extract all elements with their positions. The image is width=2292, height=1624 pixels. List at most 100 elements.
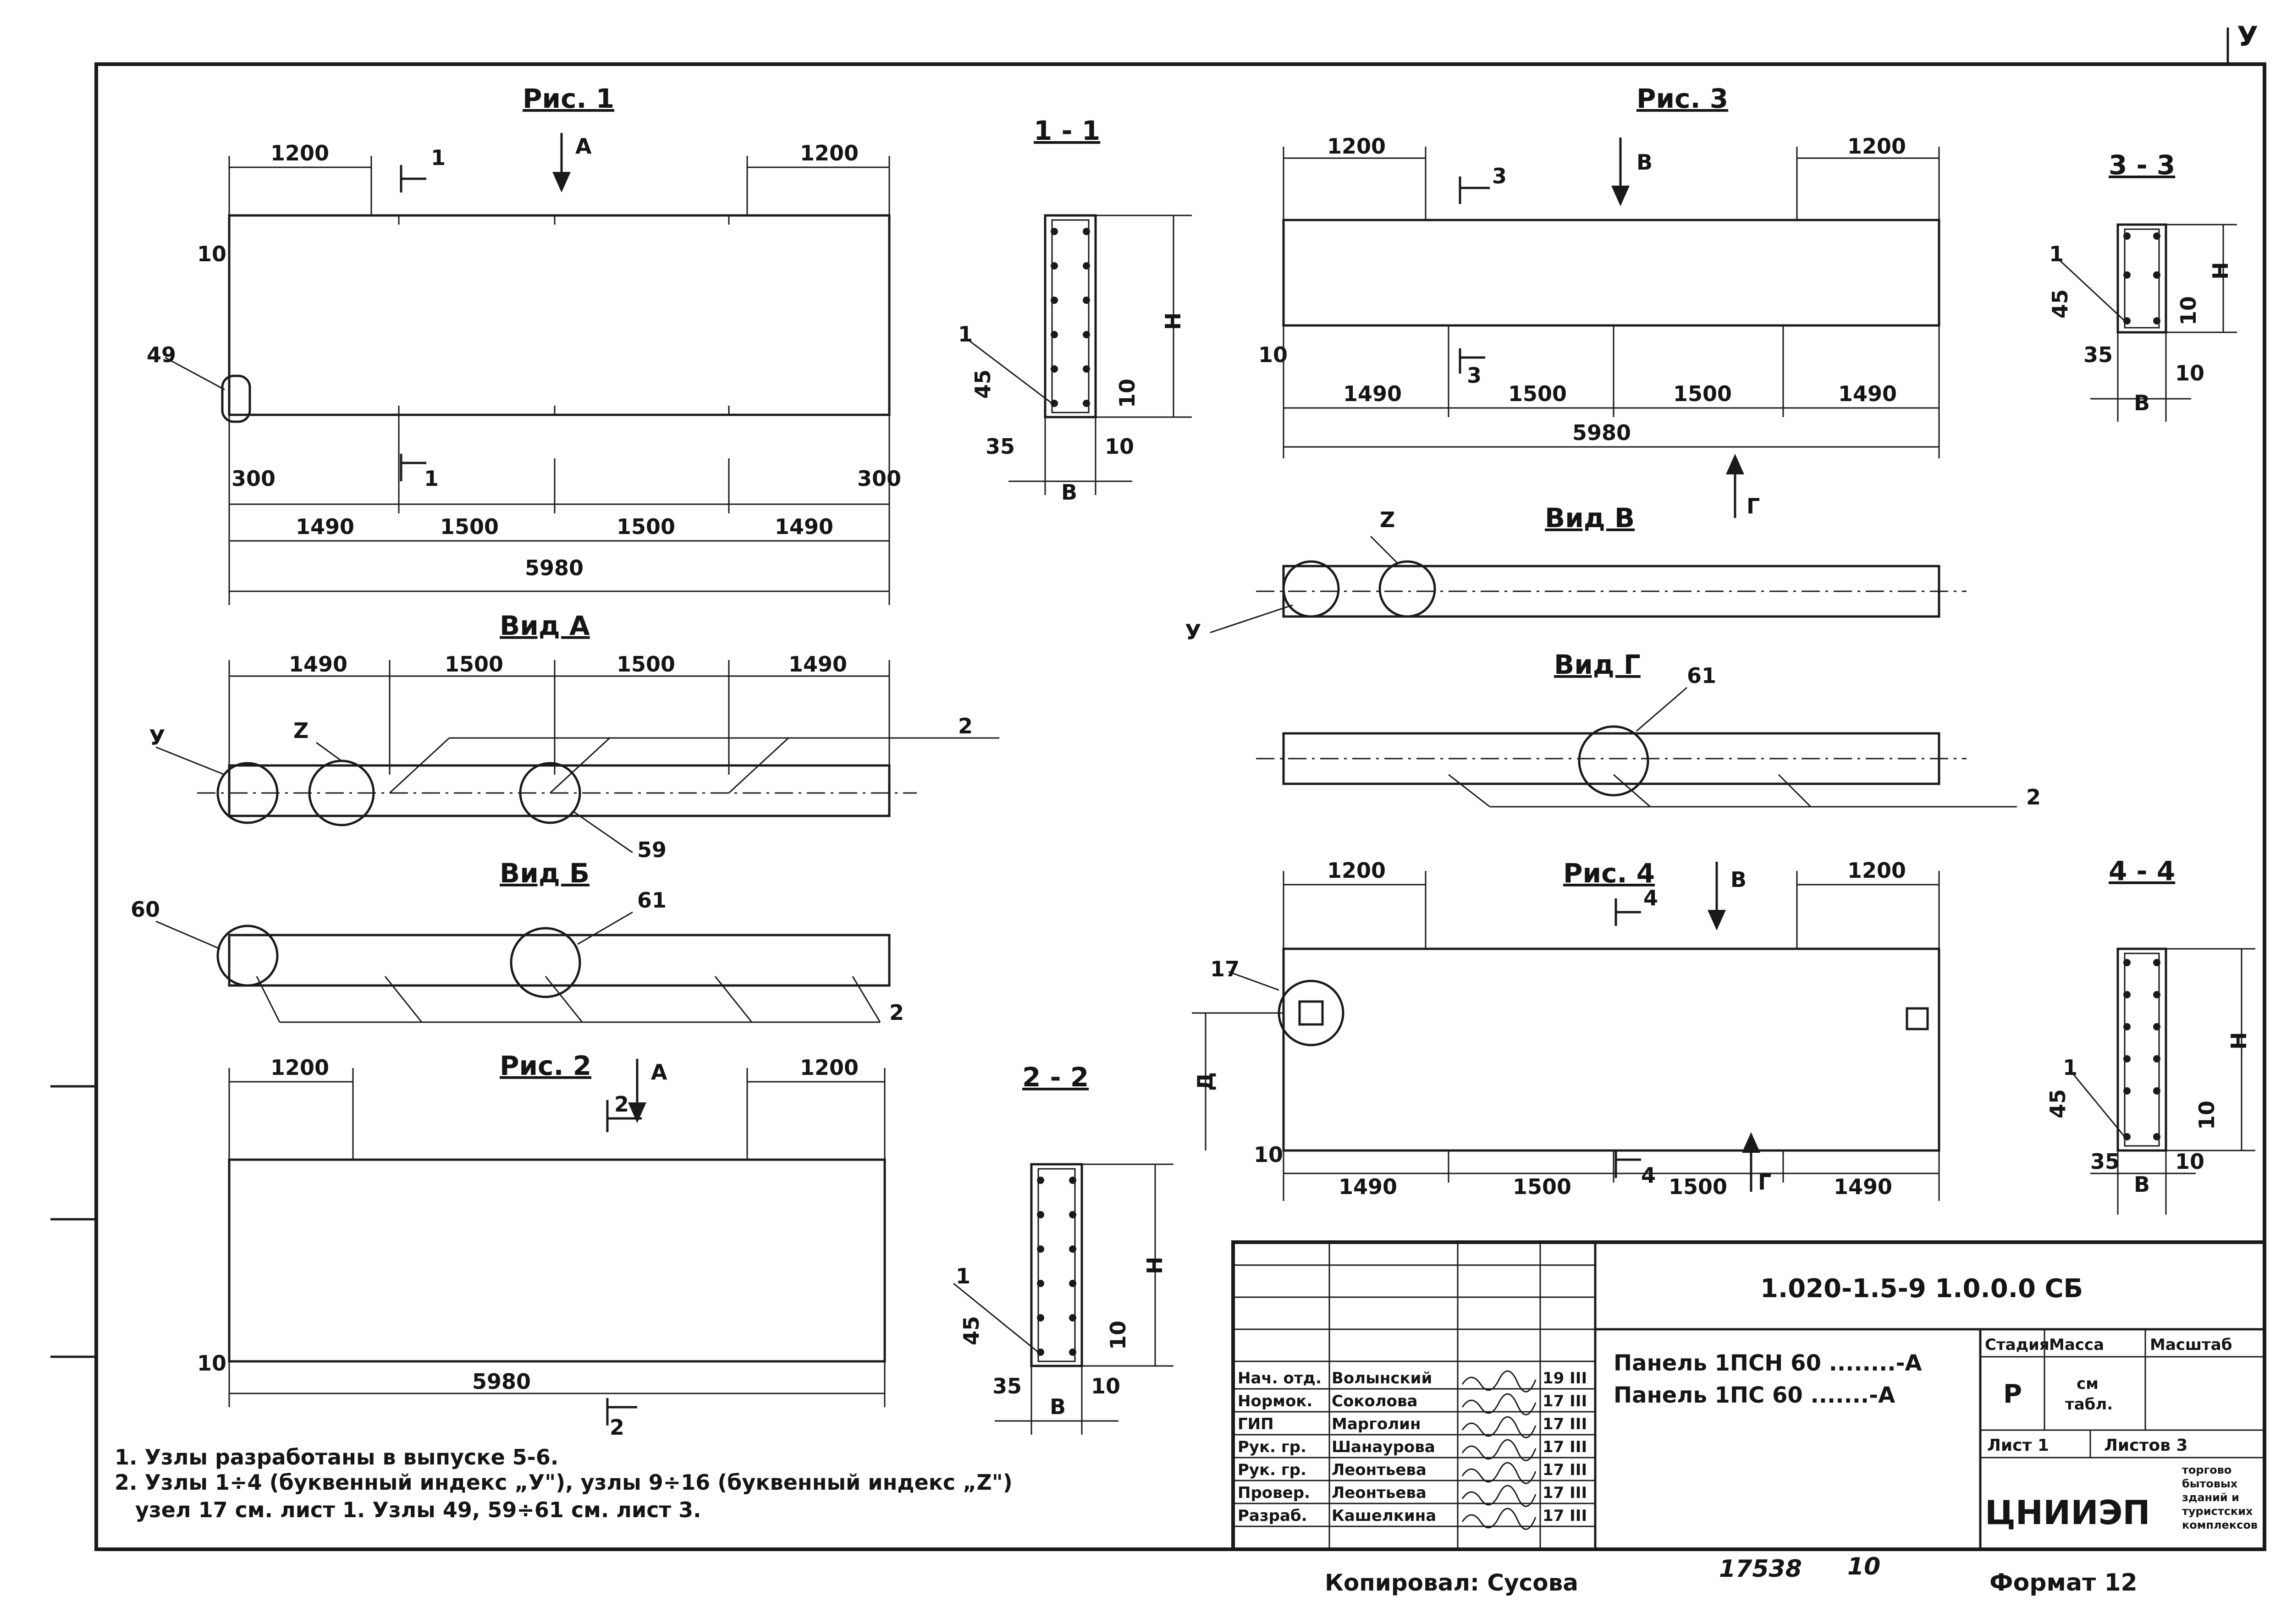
sheet-total: Листов 3 [2104,1436,2187,1455]
org-desc-line: комплексов [2182,1519,2258,1531]
dim-1500: 1500 [1669,1174,1727,1199]
archive-number: 17538 [1719,1555,1802,1583]
date: 19 III [1543,1369,1587,1387]
section-mark-4: 4 [1643,886,1658,910]
role: Рук. гр. [1238,1438,1306,1456]
node-59: 59 [637,837,667,862]
date: 17 III [1543,1507,1587,1525]
role: Нормок. [1238,1392,1312,1410]
dim-1490: 1490 [289,652,347,677]
view-mark-g: Г [1747,494,1760,518]
dim-10: 10 [2176,296,2201,325]
dim-1490: 1490 [788,652,847,677]
sec44-title: 4 - 4 [2109,855,2175,886]
dim-1500: 1500 [440,514,499,539]
section-2-2: 2 - 2 Н 10 1 45 35 10 В [953,1062,1174,1435]
fig3: Рис. 3 1200 1200 В 3 10 3 1490 1500 1500… [1258,83,1940,518]
view-mark-v: В [1730,867,1747,892]
org-desc: торгово бытовых зданий и туристских комп… [2182,1464,2258,1531]
fig3-panel [1282,219,1940,327]
view-mark-a: А [651,1060,667,1085]
person: Шанаурова [1332,1438,1435,1456]
dim-d: Д [1193,1072,1218,1091]
role: ГИП [1238,1415,1274,1433]
dim-h: Н [2208,262,2233,280]
person: Леонтьева [1332,1484,1427,1502]
mark-1: 1 [2063,1055,2077,1080]
dim-1200: 1200 [270,1055,329,1080]
dim-1500: 1500 [1508,381,1567,406]
view-v: Вид В У Z [1185,502,1967,644]
dim-5980: 5980 [1572,420,1631,445]
view-a-title: Вид А [500,610,590,641]
signatures [1461,1370,1537,1530]
fig1-panel [228,214,891,416]
fig2-panel [228,1158,886,1363]
section-mark-3: 3 [1492,164,1507,188]
dim-10: 10 [2194,1101,2219,1130]
node-61: 61 [1687,663,1716,688]
date: 17 III [1543,1484,1587,1502]
dim-h: Н [1161,313,1185,330]
fig4-title: Рис. 4 [1563,858,1655,889]
org-desc-line: торгово [2182,1464,2231,1476]
view-mark-a: А [575,134,592,159]
dim-1490: 1490 [775,514,833,539]
fig1-title: Рис. 1 [523,83,614,114]
dim-h: Н [2226,1032,2251,1050]
dim-10: 10 [1115,379,1140,408]
note-1: 1. Узлы разработаны в выпуске 5-6. [115,1445,558,1470]
view-mark-v: В [1636,150,1653,175]
node-y: У [149,725,165,750]
date: 17 III [1543,1438,1587,1456]
hdr-stage: Стадия [1985,1336,2050,1354]
sec22-title: 2 - 2 [1022,1062,1089,1093]
dim-1490: 1490 [1339,1174,1397,1199]
dim-1500: 1500 [1673,381,1732,406]
dim-45: 45 [2045,1089,2070,1118]
person: Леонтьева [1332,1461,1427,1479]
person: Марголин [1332,1415,1421,1433]
dim-45: 45 [959,1316,984,1345]
dim-35: 35 [2083,342,2113,367]
dim-b: В [2134,391,2150,415]
section-mark-4: 4 [1641,1163,1656,1188]
fig2-title: Рис. 2 [500,1050,591,1081]
mass-value-2: табл. [2065,1395,2113,1414]
dim-1500: 1500 [1513,1174,1571,1199]
dim-10: 10 [1258,342,1288,367]
doc-code: 1.020-1.5-9 1.0.0.0 СБ [1760,1274,2083,1304]
section-mark-3: 3 [1467,363,1482,388]
person: Соколова [1332,1392,1417,1410]
product-name-1: Панель 1ПСН 60 ........-А [1614,1350,1922,1376]
dim-10: 10 [1091,1374,1120,1398]
dim-1490: 1490 [1834,1174,1892,1199]
sheet-frame [50,28,2266,1551]
person: Кашелкина [1332,1507,1436,1525]
notes: 1. Узлы разработаны в выпуске 5-6. 2. Уз… [115,1445,1013,1522]
dim-10: 10 [1254,1142,1283,1167]
dim-1200: 1200 [270,141,329,165]
section-mark-1: 1 [431,145,446,170]
dim-1500: 1500 [617,652,675,677]
sec33-title: 3 - 3 [2109,149,2175,181]
sec11-title: 1 - 1 [1034,115,1100,146]
dim-1500: 1500 [617,514,675,539]
dim-10: 10 [197,242,226,266]
dim-1200: 1200 [1847,134,1906,159]
title-block: 1.020-1.5-9 1.0.0.0 СБ Панель 1ПСН 60 ..… [1231,1240,2266,1551]
mark-2: 2 [889,1000,904,1025]
product-name-2: Панель 1ПС 60 .......-А [1614,1382,1895,1408]
org-desc-line: зданий и [2182,1491,2239,1504]
date: 17 III [1543,1392,1587,1410]
node-z: Z [1380,507,1395,532]
stage-value: Р [2003,1379,2022,1409]
dim-45: 45 [970,369,995,399]
note-2: 2. Узлы 1÷4 (буквенный индекс „У"), узлы… [115,1470,1013,1495]
person: Волынский [1332,1369,1432,1387]
dim-300: 300 [857,466,901,491]
dim-1200: 1200 [1327,134,1386,159]
view-g-title: Вид Г [1554,649,1641,680]
dim-1200: 1200 [800,1055,859,1080]
org-desc-line: бытовых [2182,1477,2238,1490]
